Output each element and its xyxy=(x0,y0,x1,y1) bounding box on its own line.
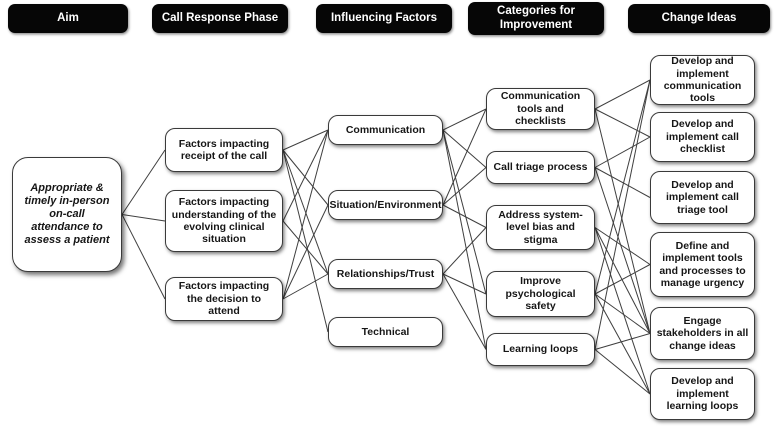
node-label: Situation/Environment xyxy=(329,198,442,211)
connector-call-triage-to-engage-stakeholders xyxy=(594,167,651,334)
node-situation: Situation/Environment xyxy=(328,190,443,220)
column-header-label: Aim xyxy=(57,11,79,24)
connector-aim-to-f-understanding xyxy=(121,214,166,222)
connector-improve-psych-to-engage-stakeholders xyxy=(594,293,651,334)
column-header-label: Influencing Factors xyxy=(330,11,438,24)
node-label: Communication xyxy=(345,123,426,136)
node-label: Factors impacting receipt of the call xyxy=(178,137,270,162)
node-label: Appropriate & timely in-person on-call a… xyxy=(24,182,110,246)
connector-communication-to-improve-psych xyxy=(442,129,487,295)
column-header-influencing-factors: Influencing Factors xyxy=(316,4,452,33)
node-f-receipt: Factors impacting receipt of the call xyxy=(165,128,283,172)
node-dev-comm-tools: Develop and implement communication tool… xyxy=(650,55,755,105)
node-label: Factors impacting understanding of the e… xyxy=(171,196,277,246)
node-label: Communication tools and checklists xyxy=(500,90,581,128)
node-technical: Technical xyxy=(328,317,443,347)
node-aim: Appropriate & timely in-person on-call a… xyxy=(12,157,122,272)
connector-situation-to-address-bias xyxy=(442,204,487,228)
connector-f-receipt-to-relationships xyxy=(282,149,329,275)
node-label: Develop and implement learning loops xyxy=(666,375,739,413)
connector-address-bias-to-engage-stakeholders xyxy=(594,227,651,334)
column-header-label: Change Ideas xyxy=(661,11,737,24)
connector-learning-loops-to-engage-stakeholders xyxy=(594,333,651,350)
connector-f-decision-to-situation xyxy=(282,204,329,300)
node-label: Improve psychological safety xyxy=(505,275,576,313)
node-f-understanding: Factors impacting understanding of the e… xyxy=(165,190,283,252)
connector-situation-to-comm-tools xyxy=(442,108,487,206)
connector-f-receipt-to-communication xyxy=(282,129,329,151)
connector-f-receipt-to-situation xyxy=(282,149,329,206)
connector-f-receipt-to-technical xyxy=(282,149,329,333)
connector-comm-tools-to-engage-stakeholders xyxy=(594,108,651,334)
connector-call-triage-to-dev-call-triage xyxy=(594,167,651,198)
node-label: Develop and implement call checklist xyxy=(666,118,739,156)
connector-address-bias-to-dev-learning-loops xyxy=(594,227,651,395)
connector-relationships-to-improve-psych xyxy=(442,273,487,295)
node-define-urgency: Define and implement tools and processes… xyxy=(650,232,755,297)
node-engage-stakeholders: Engage stakeholders in all change ideas xyxy=(650,307,755,360)
node-label: Address system-level bias and stigma xyxy=(498,208,583,246)
connector-improve-psych-to-dev-learning-loops xyxy=(594,293,651,395)
node-relationships: Relationships/Trust xyxy=(328,259,443,289)
connector-learning-loops-to-dev-learning-loops xyxy=(594,349,651,395)
connector-f-understanding-to-relationships xyxy=(282,220,329,275)
connector-f-decision-to-relationships xyxy=(282,273,329,300)
connector-comm-tools-to-dev-call-checklist xyxy=(594,108,651,138)
connector-aim-to-f-decision xyxy=(121,214,166,300)
connector-f-understanding-to-communication xyxy=(282,129,329,222)
node-label: Relationships/Trust xyxy=(336,267,435,280)
node-label: Define and implement tools and processes… xyxy=(659,239,746,289)
column-header-change-ideas: Change Ideas xyxy=(628,4,770,33)
node-label: Develop and implement call triage tool xyxy=(666,178,739,216)
node-address-bias: Address system-level bias and stigma xyxy=(486,205,595,250)
column-header-label: Call Response Phase xyxy=(161,11,279,24)
column-header-categories-for-improvement: Categories for Improvement xyxy=(468,2,604,35)
node-dev-call-checklist: Develop and implement call checklist xyxy=(650,112,755,162)
connector-f-decision-to-communication xyxy=(282,129,329,300)
node-communication: Communication xyxy=(328,115,443,145)
node-improve-psych: Improve psychological safety xyxy=(486,271,595,317)
connector-aim-to-f-receipt xyxy=(121,149,166,215)
node-learning-loops: Learning loops xyxy=(486,333,595,366)
connector-improve-psych-to-dev-comm-tools xyxy=(594,79,651,295)
node-label: Call triage process xyxy=(493,161,588,174)
node-label: Factors impacting the decision to attend xyxy=(178,280,270,318)
node-label: Develop and implement communication tool… xyxy=(663,55,742,105)
connector-communication-to-learning-loops xyxy=(442,129,487,350)
column-header-aim: Aim xyxy=(8,4,128,33)
connector-relationships-to-learning-loops xyxy=(442,273,487,350)
node-dev-call-triage: Develop and implement call triage tool xyxy=(650,171,755,224)
node-label: Learning loops xyxy=(502,343,579,356)
connector-relationships-to-address-bias xyxy=(442,227,487,275)
connector-address-bias-to-define-urgency xyxy=(594,227,651,265)
connector-comm-tools-to-dev-comm-tools xyxy=(594,79,651,110)
connector-situation-to-call-triage xyxy=(442,167,487,206)
connector-improve-psych-to-define-urgency xyxy=(594,264,651,295)
connector-learning-loops-to-dev-comm-tools xyxy=(594,79,651,350)
node-call-triage: Call triage process xyxy=(486,151,595,184)
connector-call-triage-to-dev-call-checklist xyxy=(594,136,651,168)
node-comm-tools: Communication tools and checklists xyxy=(486,88,595,130)
connector-communication-to-comm-tools xyxy=(442,108,487,131)
node-f-decision: Factors impacting the decision to attend xyxy=(165,277,283,321)
connector-communication-to-call-triage xyxy=(442,129,487,168)
node-label: Engage stakeholders in all change ideas xyxy=(656,314,749,352)
node-label: Technical xyxy=(361,325,410,338)
column-header-call-response-phase: Call Response Phase xyxy=(152,4,288,33)
node-dev-learning-loops: Develop and implement learning loops xyxy=(650,368,755,420)
column-header-label: Categories for Improvement xyxy=(497,5,575,31)
